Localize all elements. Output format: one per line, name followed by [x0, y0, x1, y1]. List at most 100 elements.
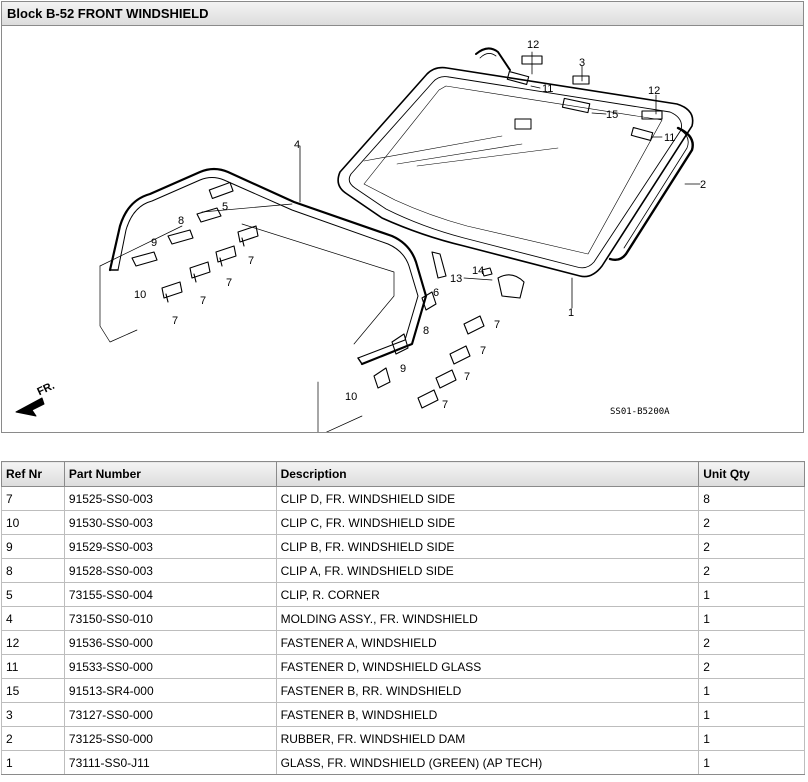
front-direction-arrow [15, 397, 45, 417]
unit-qty: 1 [698, 726, 805, 751]
callout-12: 12 [648, 85, 660, 97]
callout-9: 9 [400, 363, 406, 375]
ref-nr: 3 [1, 702, 65, 727]
part-number: 73127-SS0-000 [63, 702, 277, 727]
part-number: 91513-SR4-000 [63, 678, 277, 703]
callout-7: 7 [200, 295, 206, 307]
molding-assy [108, 167, 428, 366]
ref-nr: 5 [1, 582, 65, 607]
callout-12: 12 [527, 39, 539, 51]
description: CLIP B, FR. WINDSHIELD SIDE [275, 534, 700, 559]
callout-4: 4 [294, 139, 300, 151]
description: FASTENER B, RR. WINDSHIELD [275, 678, 700, 703]
unit-qty: 1 [698, 750, 805, 775]
part-number: 91536-SS0-000 [63, 630, 277, 655]
callout-10: 10 [345, 391, 357, 403]
unit-qty: 2 [698, 630, 805, 655]
parts-table: Ref Nr Part Number Description Unit Qty … [1, 461, 805, 775]
part-number: 91528-SS0-003 [63, 558, 277, 583]
description: CLIP A, FR. WINDSHIELD SIDE [275, 558, 700, 583]
callout-14: 14 [472, 265, 484, 277]
unit-qty: 1 [698, 606, 805, 631]
callout-11: 11 [542, 83, 553, 95]
callout-6: 6 [433, 287, 439, 299]
ref-nr: 4 [1, 606, 65, 631]
unit-qty: 2 [698, 654, 805, 679]
callout-10: 10 [134, 289, 146, 301]
part-number: 73111-SS0-J11 [63, 750, 277, 775]
dam-rubber [608, 126, 694, 262]
part-number: 91530-SS0-003 [63, 510, 277, 535]
callout-7: 7 [464, 371, 470, 383]
unit-qty: 2 [698, 510, 805, 535]
callout-15: 15 [606, 109, 618, 121]
ref-nr: 9 [1, 534, 65, 559]
parts-diagram: 12 11 3 15 12 11 2 4 5 8 9 10 7 7 7 7 6 … [15, 39, 706, 432]
part-number: 73155-SS0-004 [63, 582, 277, 607]
callout-2: 2 [700, 179, 706, 191]
part-number: 73125-SS0-000 [63, 726, 277, 751]
unit-qty: 1 [698, 582, 805, 607]
callout-7: 7 [248, 255, 254, 267]
block-title: Block B-52 FRONT WINDSHIELD [2, 2, 803, 26]
part-number: 91525-SS0-003 [63, 486, 277, 511]
ref-nr: 7 [1, 486, 65, 511]
diagram-code: SS01-B5200A [610, 407, 670, 417]
callout-5: 5 [222, 201, 228, 213]
description: CLIP, R. CORNER [275, 582, 700, 607]
description: RUBBER, FR. WINDSHIELD DAM [275, 726, 700, 751]
callout-7: 7 [494, 319, 500, 331]
unit-qty: 2 [698, 534, 805, 559]
ref-nr: 8 [1, 558, 65, 583]
callout-1: 1 [568, 307, 574, 319]
column-header-unit-qty: Unit Qty [698, 461, 805, 487]
unit-qty: 1 [698, 678, 805, 703]
ref-nr: 1 [1, 750, 65, 775]
callout-8: 8 [178, 215, 184, 227]
description: FASTENER B, WINDSHIELD [275, 702, 700, 727]
description: MOLDING ASSY., FR. WINDSHIELD [275, 606, 700, 631]
ref-nr: 2 [1, 726, 65, 751]
ref-nr: 12 [1, 630, 65, 655]
callout-7: 7 [172, 315, 178, 327]
ref-nr: 10 [1, 510, 65, 535]
ref-nr: 11 [1, 654, 65, 679]
description: GLASS, FR. WINDSHIELD (GREEN) (AP TECH) [275, 750, 700, 775]
part-number: 91533-SS0-000 [63, 654, 277, 679]
callout-7: 7 [442, 399, 448, 411]
table-header-row: Ref Nr Part Number Description Unit Qty [1, 461, 805, 487]
callout-9: 9 [151, 237, 157, 249]
column-header-description: Description [275, 461, 700, 487]
callout-7: 7 [480, 345, 486, 357]
column-header-part-number: Part Number [63, 461, 277, 487]
part-number: 73150-SS0-010 [63, 606, 277, 631]
column-header-ref-nr: Ref Nr [1, 461, 65, 487]
description: CLIP D, FR. WINDSHIELD SIDE [275, 486, 700, 511]
callout-13: 13 [450, 273, 462, 285]
diagram-block: Block B-52 FRONT WINDSHIELD [1, 1, 804, 433]
callout-11: 11 [664, 132, 675, 144]
direction-label: FR. [35, 380, 56, 398]
callout-3: 3 [579, 57, 585, 69]
description: FASTENER D, WINDSHIELD GLASS [275, 654, 700, 679]
unit-qty: 8 [698, 486, 805, 511]
part-number: 91529-SS0-003 [63, 534, 277, 559]
windshield-glass [337, 66, 694, 278]
unit-qty: 1 [698, 702, 805, 727]
description: CLIP C, FR. WINDSHIELD SIDE [275, 510, 700, 535]
description: FASTENER A, WINDSHIELD [275, 630, 700, 655]
callout-8: 8 [423, 325, 429, 337]
ref-nr: 15 [1, 678, 65, 703]
